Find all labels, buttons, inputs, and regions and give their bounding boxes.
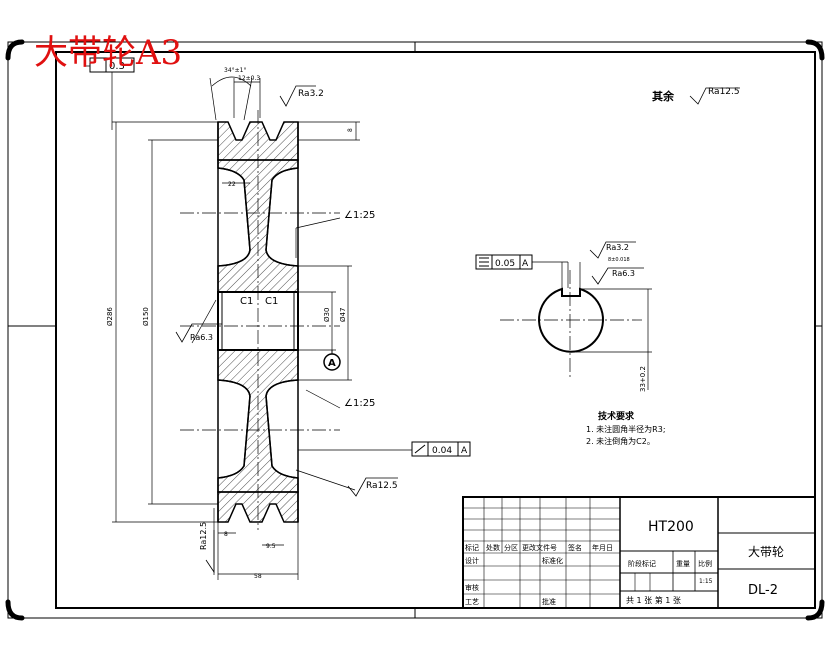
dim-edge: 8 xyxy=(224,531,228,538)
ra-left: Ra6.3 xyxy=(190,333,213,342)
roughness-symbols xyxy=(175,85,740,574)
notes-heading: 技术要求 xyxy=(598,410,635,422)
tb-scale: 1:15 xyxy=(699,578,713,585)
dim-width: 58 xyxy=(254,573,262,580)
tb-std: 标准化 xyxy=(542,556,563,565)
dim-keyway-depth: 33+0.2 xyxy=(639,366,647,392)
tolerance-top-left: 0.3 xyxy=(89,57,135,73)
ra-top: Ra3.2 xyxy=(298,89,324,99)
tolerance-right: 0.04 A xyxy=(411,441,471,457)
tb-drawing-no: DL-2 xyxy=(748,583,778,598)
notes-item-1: 1. 未注圆角半径为R3; xyxy=(586,424,666,434)
outer-border xyxy=(7,41,823,619)
dim-pitch: 9.5 xyxy=(266,543,276,550)
tolerance-symmetry: 0.05 A xyxy=(475,254,569,288)
tb-sheet: 共 1 张 第 1 张 xyxy=(626,595,681,605)
dim-dia-outer: Ø286 xyxy=(106,307,114,326)
tb-scale-label: 比例 xyxy=(698,559,712,568)
tb-weight: 重量 xyxy=(676,560,690,568)
tol-sym-value: 0.05 xyxy=(495,259,515,269)
dim-dia-mid: Ø150 xyxy=(142,307,150,326)
tol-sym-datum: A xyxy=(522,259,529,269)
tb-row-design: 设计 xyxy=(465,556,479,565)
ra-other-value: Ra12.5 xyxy=(708,87,740,97)
keyway-view: 8±0.018 33+0.2 xyxy=(500,257,652,392)
ra-bottom-left: Ra12.5 xyxy=(199,522,208,550)
datum-a-label: A xyxy=(328,358,336,369)
pulley-dimension-texts: 34°±1° 12±0.3 8 Ø286 Ø150 Ø30 Ø47 ∠1:25 … xyxy=(106,67,375,580)
dim-dia-hub: Ø47 xyxy=(339,308,347,322)
corner-marks xyxy=(5,39,825,621)
technical-notes: 技术要求 1. 未注圆角半径为R3; 2. 未注倒角为C2。 xyxy=(586,410,666,446)
dim-dia-bore: Ø30 xyxy=(323,308,331,322)
pulley-section xyxy=(180,110,340,530)
tb-row-process: 工艺 xyxy=(465,598,479,606)
dim-taper-bottom: ∠1:25 xyxy=(344,398,375,409)
dim-taper-top: ∠1:25 xyxy=(344,210,375,221)
dim-groove-angle: 34°±1° xyxy=(224,67,246,74)
tb-header-2: 分区 xyxy=(504,543,518,552)
watermark-title: 大带轮A3 xyxy=(34,33,183,73)
dim-height-right: 8 xyxy=(347,128,354,132)
dim-groove-width: 12±0.3 xyxy=(238,75,260,82)
tb-approve: 批准 xyxy=(542,597,556,606)
tb-header-4: 签名 xyxy=(568,543,582,552)
tb-material: HT200 xyxy=(648,519,694,535)
roughness-texts: Ra3.2 Ra6.3 Ra12.5 Ra12.5 其余 Ra12.5 Ra3.… xyxy=(190,87,740,550)
tb-header-1: 处数 xyxy=(486,543,500,552)
tb-header-5: 年月日 xyxy=(592,543,613,552)
centering-marks xyxy=(8,42,822,618)
title-block xyxy=(462,496,816,609)
dim-keyway-width: 8±0.018 xyxy=(608,257,630,263)
ra-keyway-side: Ra6.3 xyxy=(612,269,635,278)
tol-right-datum: A xyxy=(461,446,468,456)
dim-chamfer-right: C1 xyxy=(265,296,278,307)
ra-keyway-top: Ra3.2 xyxy=(606,243,629,252)
notes-item-2: 2. 未注倒角为C2。 xyxy=(586,436,655,446)
datum-a: A xyxy=(323,350,341,371)
tb-row-review: 审核 xyxy=(465,583,479,592)
tb-stage: 阶段标记 xyxy=(628,559,656,568)
tol-top-left-value: 0.3 xyxy=(109,61,125,72)
pulley-dimension-lines xyxy=(86,65,412,580)
tb-header-0: 标记 xyxy=(465,543,479,552)
tb-header-3: 更改文件号 xyxy=(522,543,557,552)
dim-chamfer-left: C1 xyxy=(240,296,253,307)
drawing-frame xyxy=(55,51,816,609)
ra-other-prefix: 其余 xyxy=(652,89,675,103)
tb-part-name: 大带轮 xyxy=(748,545,784,559)
tol-right-value: 0.04 xyxy=(432,446,452,456)
dim-web: 22 xyxy=(228,181,236,188)
ra-right-bottom: Ra12.5 xyxy=(366,481,398,491)
title-block-texts: HT200 大带轮 DL-2 1:15 共 1 张 第 1 张 标记 处数 分区… xyxy=(465,519,784,606)
